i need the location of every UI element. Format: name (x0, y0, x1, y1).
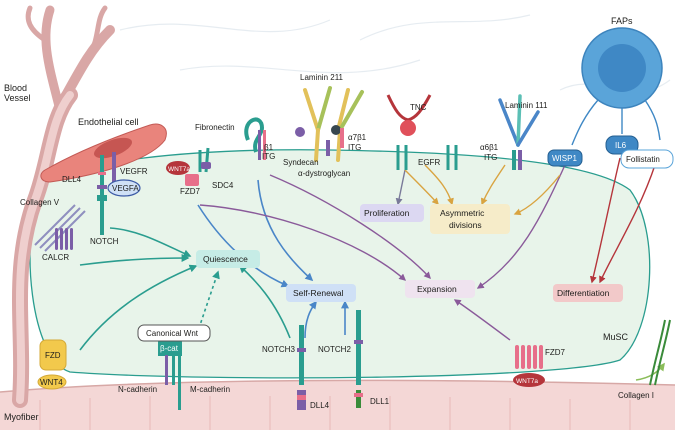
state-proliferation: Proliferation (364, 208, 410, 218)
follistatin-box-bg (620, 149, 674, 169)
label-b-cat: β-cat (160, 344, 179, 353)
label-collagen-i: Collagen I (618, 391, 654, 400)
state-box-asymmetric (430, 204, 510, 234)
label-n-cadherin: N-cadherin (118, 385, 157, 394)
label-wnt7a-top: WNT7a (168, 166, 190, 173)
label-wnt4: WNT4 (40, 378, 63, 387)
laminin-111 (498, 94, 540, 170)
arrows-differentiation (589, 157, 656, 284)
fzd7-bottom-receptor (513, 345, 545, 387)
label-dll4-bottom: DLL4 (310, 401, 330, 410)
notch-receptor-top (97, 152, 116, 235)
collagen-i-fiber (649, 319, 671, 386)
label-dll1: DLL1 (370, 397, 390, 406)
label-wnt7a-bottom: WNT7a (516, 378, 538, 385)
arrows-faps (571, 99, 661, 146)
state-asymmetric-2: divisions (449, 220, 482, 230)
egfr-receptors (396, 145, 458, 170)
label-fzd-left: FZD (45, 351, 61, 360)
endothelial-cell (40, 123, 167, 183)
vegfa-blob (107, 179, 141, 197)
arrows-proliferation (395, 169, 406, 206)
fibronectin-integrin (244, 117, 266, 160)
label-collagen-v: Collagen V (20, 198, 60, 207)
label-follistatin: Follistatin (626, 155, 660, 164)
state-box-proliferation (360, 204, 424, 222)
label-notch2: NOTCH2 (318, 345, 351, 354)
label-musc: MuSC (603, 332, 629, 342)
notch3-dll4 (297, 325, 306, 410)
arrows-asymmetric (404, 164, 561, 216)
label-endothelial-cell: Endothelial cell (78, 117, 139, 127)
label-il6: IL6 (615, 141, 627, 150)
state-quiescence: Quiescence (203, 254, 248, 264)
label-egfr: EGFR (418, 158, 440, 167)
label-dll4-top: DLL4 (62, 175, 82, 184)
tnc (386, 94, 432, 136)
label-blood-vessel-2: Vessel (4, 93, 31, 103)
myofiber (0, 379, 675, 430)
label-a7b1-itg: ITG (348, 143, 361, 152)
label-faps: FAPs (611, 16, 633, 26)
label-vegfa: VEGFA (112, 184, 139, 193)
faps-cell (581, 27, 663, 109)
state-self-renewal: Self-Renewal (293, 288, 344, 298)
label-fzd7-top: FZD7 (180, 187, 201, 196)
label-myofiber: Myofiber (4, 412, 39, 422)
label-m-cadherin: M-cadherin (190, 385, 230, 394)
label-a6b1: α6β1 (480, 143, 499, 152)
label-b1-itg: ITG (262, 152, 275, 161)
state-box-quiescence (196, 250, 260, 268)
label-fibronectin: Fibronectin (195, 123, 235, 132)
label-a6b1-itg: ITG (484, 153, 497, 162)
label-a-dystroglycan: α-dystroglycan (298, 169, 350, 178)
label-laminin-111: Laminin 111 (505, 101, 548, 110)
label-notch: NOTCH (90, 237, 119, 246)
state-box-self-renewal (286, 284, 356, 302)
label-sdc4: SDC4 (212, 181, 234, 190)
laminin-211 (295, 86, 364, 162)
fzd7-top (166, 147, 211, 186)
label-notch3: NOTCH3 (262, 345, 295, 354)
state-differentiation: Differentiation (557, 288, 610, 298)
label-canonical-wnt: Canonical Wnt (146, 329, 199, 338)
fzd-left-receptor (37, 339, 67, 390)
label-calcr: CALCR (42, 253, 69, 262)
wisp1-box (547, 149, 583, 167)
label-fzd7-bottom: FZD7 (545, 348, 566, 357)
arrows-expansion (199, 164, 566, 341)
notch2-dll1 (354, 310, 363, 408)
label-vegfr: VEGFR (120, 167, 148, 176)
state-asymmetric-1: Asymmetric (440, 208, 485, 218)
blood-vessel (12, 5, 115, 408)
label-laminin-211: Laminin 211 (300, 73, 344, 82)
label-syndecan: Syndecan (283, 158, 319, 167)
state-box-expansion (405, 280, 475, 298)
label-a7b1: α7β1 (348, 133, 367, 142)
canonical-wnt-box (137, 324, 211, 342)
calcr-receptor (55, 228, 73, 250)
label-blood-vessel-1: Blood (4, 83, 27, 93)
cadherins (165, 355, 181, 410)
state-box-differentiation (553, 284, 623, 302)
label-tnc: TNC (410, 103, 427, 112)
state-expansion: Expansion (417, 284, 457, 294)
label-b1: β1 (264, 143, 274, 152)
label-wisp1: WISP1 (552, 154, 577, 163)
